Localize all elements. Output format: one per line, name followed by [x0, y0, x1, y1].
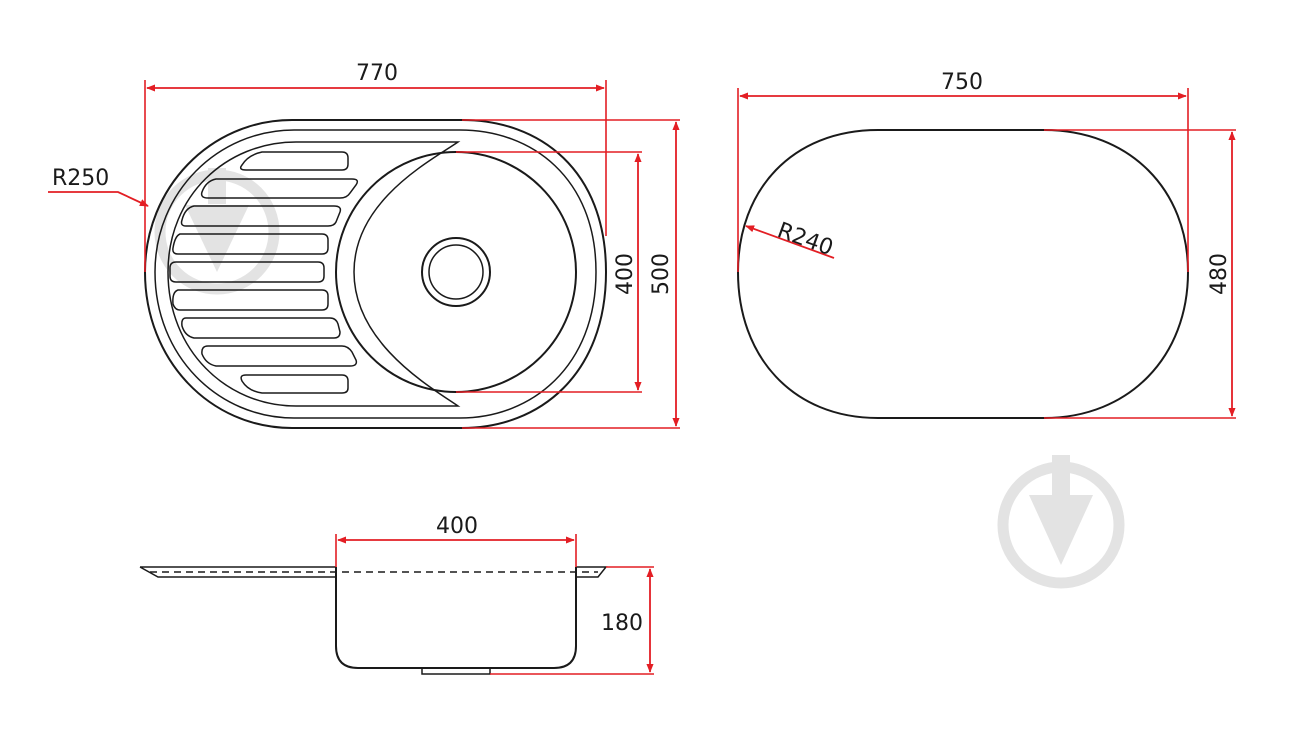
- drainboard-panel: [167, 141, 461, 407]
- cutout-outline: [736, 129, 1190, 419]
- drain-groove: [169, 261, 325, 283]
- drain-groove: [181, 317, 341, 339]
- section-bowl: [335, 567, 577, 669]
- drain-groove: [239, 151, 349, 171]
- cutout-template: [736, 129, 1190, 419]
- dim-bowl-400: 400: [456, 151, 642, 393]
- dim-corner-radius-r250: R250: [48, 166, 149, 207]
- dim-overall-depth: 500: [462, 119, 680, 429]
- dim-cutout-width: 750: [737, 70, 1189, 272]
- sink-section-view: [139, 566, 608, 675]
- dim-label-400-vertical: 400: [613, 253, 638, 295]
- dim-label-500: 500: [649, 253, 674, 295]
- drain-inner: [428, 244, 484, 300]
- drain-groove: [240, 374, 349, 394]
- sink-top-view: [143, 119, 608, 429]
- dim-section-width: 400: [335, 514, 577, 567]
- drain-groove: [180, 205, 342, 227]
- dim-label-r240: R240: [774, 218, 836, 261]
- dim-label-750: 750: [941, 70, 983, 95]
- drain-groove: [172, 289, 329, 311]
- download-watermark-icon: [997, 455, 1125, 589]
- download-watermark-icon: [154, 168, 280, 295]
- drain-groove: [201, 345, 358, 367]
- drain-grooves: [169, 151, 359, 394]
- dim-label-480: 480: [1207, 253, 1232, 295]
- section-drain: [421, 667, 491, 675]
- dim-overall-width: 770: [144, 61, 607, 272]
- dim-label-770: 770: [356, 61, 398, 86]
- drain-outer: [421, 237, 491, 307]
- dim-section-depth: 180: [490, 566, 654, 675]
- drain-groove: [200, 178, 359, 199]
- dim-label-180: 180: [601, 611, 643, 636]
- dim-label-400-horizontal: 400: [436, 514, 478, 539]
- bowl: [335, 151, 577, 393]
- drain-groove: [172, 233, 329, 255]
- section-rim: [139, 566, 608, 578]
- dim-cutout-depth: 480: [1044, 129, 1236, 419]
- dim-cutout-radius-r240: R240: [745, 218, 836, 261]
- sink-outer-rim: [143, 119, 608, 429]
- dim-label-r250: R250: [52, 166, 109, 191]
- sink-inner-rim: [154, 129, 597, 419]
